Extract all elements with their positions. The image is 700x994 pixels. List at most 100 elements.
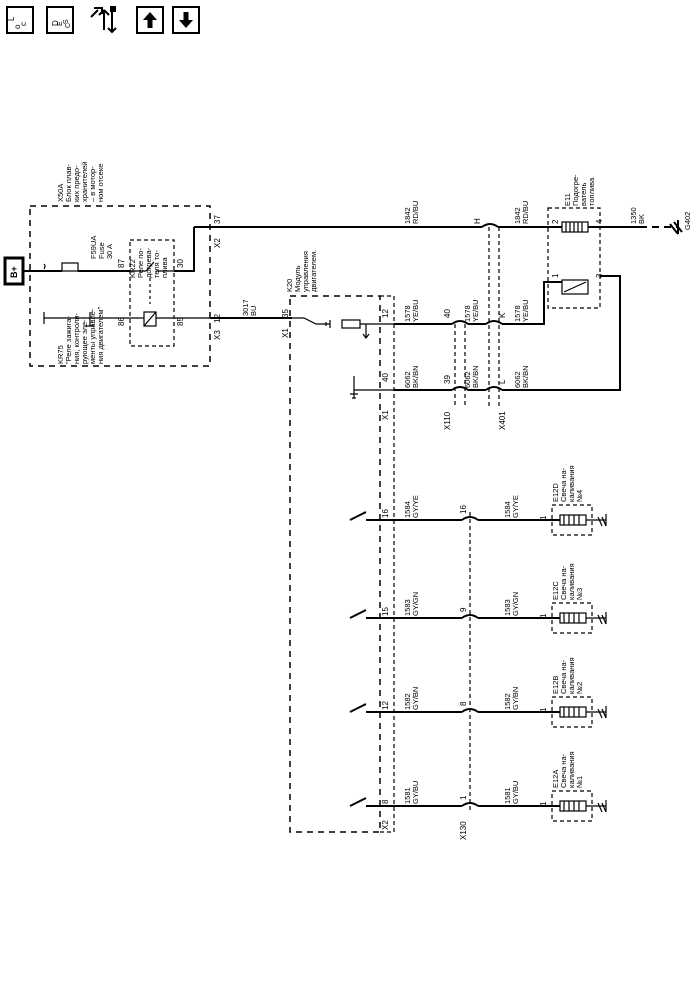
svg-text:1: 1 <box>551 273 560 278</box>
connector-x130: X130 <box>459 821 468 840</box>
svg-text:E12A: E12A <box>551 770 560 788</box>
repair-info-button[interactable] <box>88 4 122 36</box>
svg-text:ватель: ватель <box>579 182 588 206</box>
svg-text:X1: X1 <box>281 328 290 338</box>
svg-text:12: 12 <box>381 309 390 318</box>
svg-text:1: 1 <box>539 613 548 618</box>
description-button[interactable]: D E S C <box>46 6 74 34</box>
connector-x110: X110 <box>443 411 452 430</box>
svg-text:рующее эле-: рующее эле- <box>80 319 89 364</box>
svg-text:BK/BN: BK/BN <box>411 365 420 388</box>
svg-text:YE/BU: YE/BU <box>521 299 530 322</box>
svg-text:G402: G402 <box>683 212 692 230</box>
svg-text:№4: №4 <box>575 490 584 502</box>
connector-x401-outline <box>488 227 500 408</box>
svg-text:c: c <box>19 22 28 26</box>
fuse-block-x50a: X50A Блок плав- ких предо- хранителей – … <box>29 162 211 367</box>
svg-text:GY/BU: GY/BU <box>411 781 420 804</box>
svg-text:o: o <box>13 24 22 29</box>
fuse-name: F59UA <box>89 236 98 259</box>
svg-text:RD/BU: RD/BU <box>521 201 530 224</box>
svg-text:№1: №1 <box>575 776 584 788</box>
relay-kr22: KR22 Реле по- догрева- теля то- плива 87… <box>90 239 210 347</box>
svg-text:1582: 1582 <box>503 693 512 710</box>
svg-text:E12C: E12C <box>551 581 560 600</box>
fuel-heater-e11: E11 Подогре- ватель топлива 2 4 1 3 <box>547 174 604 309</box>
svg-text:1842: 1842 <box>403 207 412 224</box>
svg-text:8: 8 <box>381 799 390 804</box>
connector-x3: X3 <box>213 330 222 340</box>
battery-source: B+ <box>3 256 25 286</box>
svg-text:догрева-: догрева- <box>144 247 153 278</box>
svg-text:1578: 1578 <box>513 305 522 322</box>
svg-text:ния двигателем": ния двигателем" <box>96 306 105 364</box>
svg-text:топлива: топлива <box>587 177 596 206</box>
svg-text:3017: 3017 <box>241 299 250 316</box>
svg-text:15: 15 <box>381 607 390 616</box>
svg-text:K20: K20 <box>285 279 294 292</box>
location-button[interactable]: L o c <box>6 6 34 34</box>
up-arrow-icon <box>143 12 157 28</box>
svg-text:39: 39 <box>443 375 452 384</box>
svg-text:№3: №3 <box>575 588 584 600</box>
svg-text:теля то-: теля то- <box>152 250 161 278</box>
svg-text:BK/BN: BK/BN <box>521 365 530 388</box>
svg-text:ном отсеке: ном отсеке <box>96 164 105 202</box>
battery-label: B+ <box>9 266 19 278</box>
svg-text:хранителей: хранителей <box>80 162 89 202</box>
svg-text:GY/YE: GY/YE <box>511 495 520 518</box>
svg-text:Реле по-: Реле по- <box>136 248 145 278</box>
svg-text:1583: 1583 <box>403 599 412 616</box>
svg-text:16: 16 <box>381 509 390 518</box>
ground-g402: G402 <box>669 212 692 235</box>
svg-text:1: 1 <box>539 515 548 520</box>
up-button[interactable] <box>136 6 164 34</box>
svg-text:BK: BK <box>637 214 646 224</box>
svg-text:16: 16 <box>459 505 468 514</box>
svg-text:1842: 1842 <box>513 207 522 224</box>
svg-text:Свеча на-: Свеча на- <box>559 753 568 788</box>
svg-text:YE/BU: YE/BU <box>471 299 480 322</box>
svg-text:ких предо-: ких предо- <box>72 165 81 202</box>
svg-text:6062: 6062 <box>513 371 522 388</box>
svg-text:1582: 1582 <box>403 693 412 710</box>
svg-text:85: 85 <box>176 317 185 326</box>
svg-text:менты управле-: менты управле- <box>88 308 97 364</box>
svg-text:№2: №2 <box>575 682 584 694</box>
glow-plug-circuit-3: 15 1583 GY/GN 9 1583 GY/GN 1 E12C Свеча … <box>349 563 607 634</box>
svg-text:1578: 1578 <box>463 305 472 322</box>
svg-text:1: 1 <box>539 801 548 806</box>
glow-plug-circuit-1: 8 1581 GY/BU 1 1581 GY/BU 1 E12A Свеча н… <box>349 751 607 822</box>
svg-text:30 A: 30 A <box>105 244 114 259</box>
svg-text:87: 87 <box>117 259 126 268</box>
svg-text:L: L <box>8 16 16 21</box>
svg-text:40: 40 <box>381 373 390 382</box>
svg-text:30: 30 <box>176 259 185 268</box>
svg-text:1581: 1581 <box>403 787 412 804</box>
down-button[interactable] <box>172 6 200 34</box>
glow-plug-circuit-2: 12 1582 GY/BN 8 1582 GY/BN 1 E12B Свеча … <box>349 657 607 728</box>
svg-text:Свеча на-: Свеча на- <box>559 467 568 502</box>
pin-x401-h: H <box>473 218 482 224</box>
svg-text:X2: X2 <box>381 820 390 830</box>
svg-text:Модуль: Модуль <box>293 265 302 292</box>
svg-text:1584: 1584 <box>503 501 512 518</box>
svg-text:86: 86 <box>117 317 126 326</box>
svg-text:1350: 1350 <box>629 207 638 224</box>
connector-x2-top: X2 <box>213 238 222 248</box>
svg-text:E12B: E12B <box>551 676 560 694</box>
svg-text:GY/YE: GY/YE <box>411 495 420 518</box>
svg-text:Свеча на-: Свеча на- <box>559 659 568 694</box>
svg-text:35: 35 <box>281 309 290 318</box>
svg-text:каливания: каливания <box>567 657 576 694</box>
engine-control-module-k20: K20 Модуль управления двигателем. X1 35 … <box>281 250 395 833</box>
svg-text:1: 1 <box>459 795 468 800</box>
svg-text:3: 3 <box>595 273 604 278</box>
relay-kr75-label: KR75 "Реле зажига- ния, контроли- рующее… <box>43 306 105 364</box>
pin-x2-37: 37 <box>213 215 222 224</box>
connector-x110-outline <box>454 324 466 408</box>
svg-text:двигателем.: двигателем. <box>309 250 318 292</box>
svg-text:– в мотор-: – в мотор- <box>88 166 97 202</box>
down-arrow-icon <box>179 12 193 28</box>
fuse-f59ua: F59UA Fuse 30 A <box>23 236 130 272</box>
